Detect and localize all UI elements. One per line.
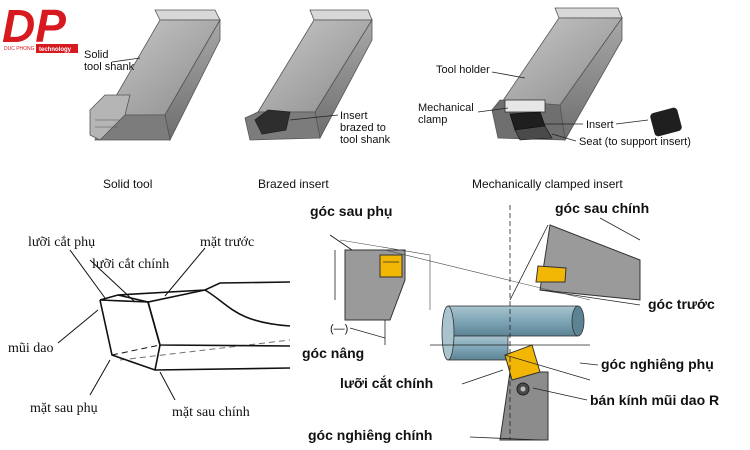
label-ban-kinh: bán kính mũi dao R — [590, 392, 719, 408]
label-goc-nang: góc nâng — [302, 345, 364, 361]
label-mui-dao: mũi dao — [8, 341, 54, 356]
workpiece-bar — [447, 305, 579, 337]
logo-company: DUC PHONG — [4, 46, 35, 52]
tool-geometry-leaders — [57, 247, 206, 401]
label-luoi-cat-chinh-right: lưỡi cắt chính — [340, 374, 433, 391]
label-goc-sau-phu: góc sau phụ — [310, 203, 392, 219]
seat-icon — [514, 125, 553, 141]
caption-solid-tool: Solid tool — [103, 177, 152, 191]
caption-brazed-insert: Brazed insert — [258, 177, 329, 191]
brazed-insert-icon — [254, 109, 291, 135]
label-insert: Insert — [340, 110, 368, 122]
caption-mechanically-clamped: Mechanically clamped insert — [472, 177, 623, 191]
label-goc-nghieng-phu: góc nghiêng phụ — [601, 356, 714, 372]
logo-mark: DP — [2, 0, 66, 52]
logo-tag: technology — [39, 47, 72, 53]
label-clamp: clamp — [418, 114, 447, 126]
tool-geometry-diagram — [99, 281, 291, 371]
solid-tool-illustration — [89, 9, 221, 142]
label-goc-nghieng-chinh: góc nghiêng chính — [308, 427, 432, 443]
label-tool-shank: tool shank — [84, 61, 135, 73]
loose-insert-icon — [650, 107, 682, 137]
insert-leader-right — [615, 119, 649, 125]
solid-shank-leader — [111, 57, 141, 63]
label-mechanical: Mechanical — [418, 102, 474, 114]
label-solid: Solid — [84, 49, 108, 61]
brazed-leader — [289, 114, 339, 121]
insert-yellow-right — [535, 265, 567, 283]
logo: DP DUC PHONG technology — [2, 0, 78, 53]
seat-leader — [551, 133, 577, 142]
logo-tag-bg — [36, 44, 78, 53]
label-luoi-cat-phu: lưỡi cắt phụ — [28, 235, 95, 250]
angle-diagram — [329, 205, 641, 441]
label-clamped-insert: Insert — [586, 119, 614, 131]
clamped-tool-illustration — [491, 7, 682, 142]
clamp-icon — [504, 99, 546, 113]
holder-leader — [491, 71, 526, 79]
label-goc-sau-chinh: góc sau chính — [555, 200, 649, 216]
label-brazed-to: brazed to — [340, 122, 386, 134]
turning-insert — [504, 344, 541, 381]
label-mat-sau-phu: mặt sau phụ — [30, 401, 98, 416]
insert-yellow-left — [379, 254, 403, 278]
clamp-leader — [477, 107, 509, 113]
label-mat-sau-chinh: mặt sau chính — [172, 405, 250, 420]
label-minus: (—) — [330, 323, 348, 335]
label-tool-holder: Tool holder — [436, 64, 490, 76]
label-luoi-cat-chinh-left: lưỡi cắt chính — [92, 257, 169, 272]
label-goc-truoc: góc trước — [648, 296, 715, 312]
label-mat-truoc: mặt trước — [200, 235, 254, 250]
label-seat: Seat (to support insert) — [579, 136, 691, 148]
label-brazed-tool-shank: tool shank — [340, 134, 391, 146]
